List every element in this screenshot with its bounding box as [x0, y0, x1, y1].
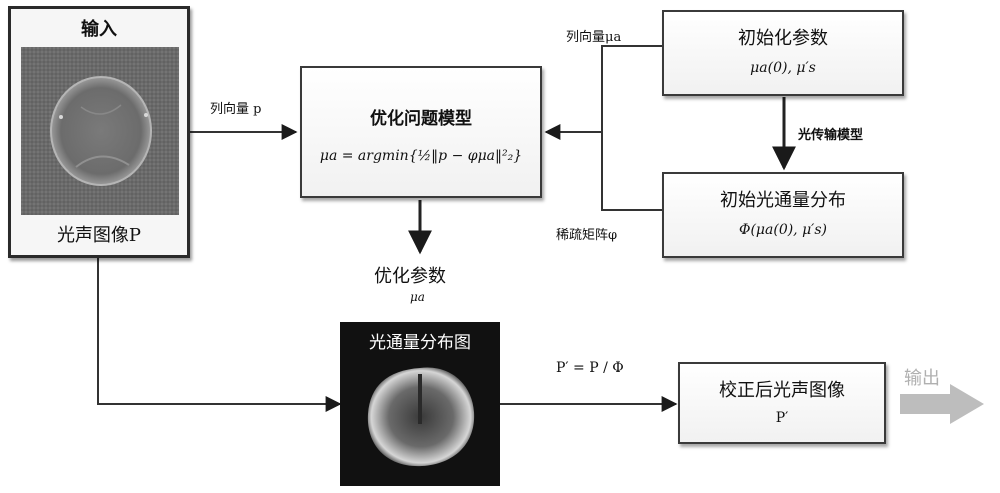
photoacoustic-image — [21, 47, 179, 215]
optimization-model-box: 优化问题模型 μa = argmin{½‖p − φμa‖²₂} — [300, 66, 542, 198]
photoacoustic-image-drawing — [21, 47, 179, 215]
fluence-map-panel: 光通量分布图 — [340, 322, 500, 486]
optimization-formula: μa = argmin{½‖p − φμa‖²₂} — [319, 148, 523, 164]
initial-fluence-title: 初始光通量分布 — [720, 190, 846, 211]
optimization-title: 优化问题模型 — [370, 109, 472, 129]
corrected-image-box: 校正后光声图像 P′ — [678, 362, 886, 444]
label-sparse-matrix: 稀疏矩阵φ — [556, 228, 618, 243]
label-column-vector-p: 列向量 p — [210, 102, 262, 117]
init-params-box: 初始化参数 μa(0), μ′s — [662, 10, 904, 96]
output-arrow — [900, 384, 984, 424]
init-params-formula: μa(0), μ′s — [750, 60, 816, 76]
label-optimized-params-symbol: μa — [410, 290, 425, 304]
bracket-line — [601, 45, 662, 211]
input-image-label: 光声图像P — [56, 225, 142, 246]
input-header: 输入 — [81, 19, 117, 40]
fluence-map-title: 光通量分布图 — [369, 333, 471, 353]
initial-fluence-box: 初始光通量分布 Φ(μa(0), μ′s) — [662, 172, 904, 258]
label-ratio-formula: P′ = P / Φ — [556, 360, 624, 376]
init-params-title: 初始化参数 — [738, 28, 828, 49]
label-column-vector-mu: 列向量μa — [566, 30, 622, 45]
corrected-formula: P′ — [775, 410, 789, 426]
initial-fluence-formula: Φ(μa(0), μ′s) — [738, 222, 828, 238]
label-output: 输出 — [904, 368, 940, 389]
input-panel: 输入 光声图像P — [8, 6, 190, 258]
corrected-title: 校正后光声图像 — [719, 380, 845, 401]
label-light-transport: 光传输模型 — [798, 128, 864, 143]
fluence-map-image — [367, 367, 475, 467]
label-optimized-params: 优化参数 — [374, 266, 446, 287]
line-input-to-fluence — [97, 258, 342, 412]
